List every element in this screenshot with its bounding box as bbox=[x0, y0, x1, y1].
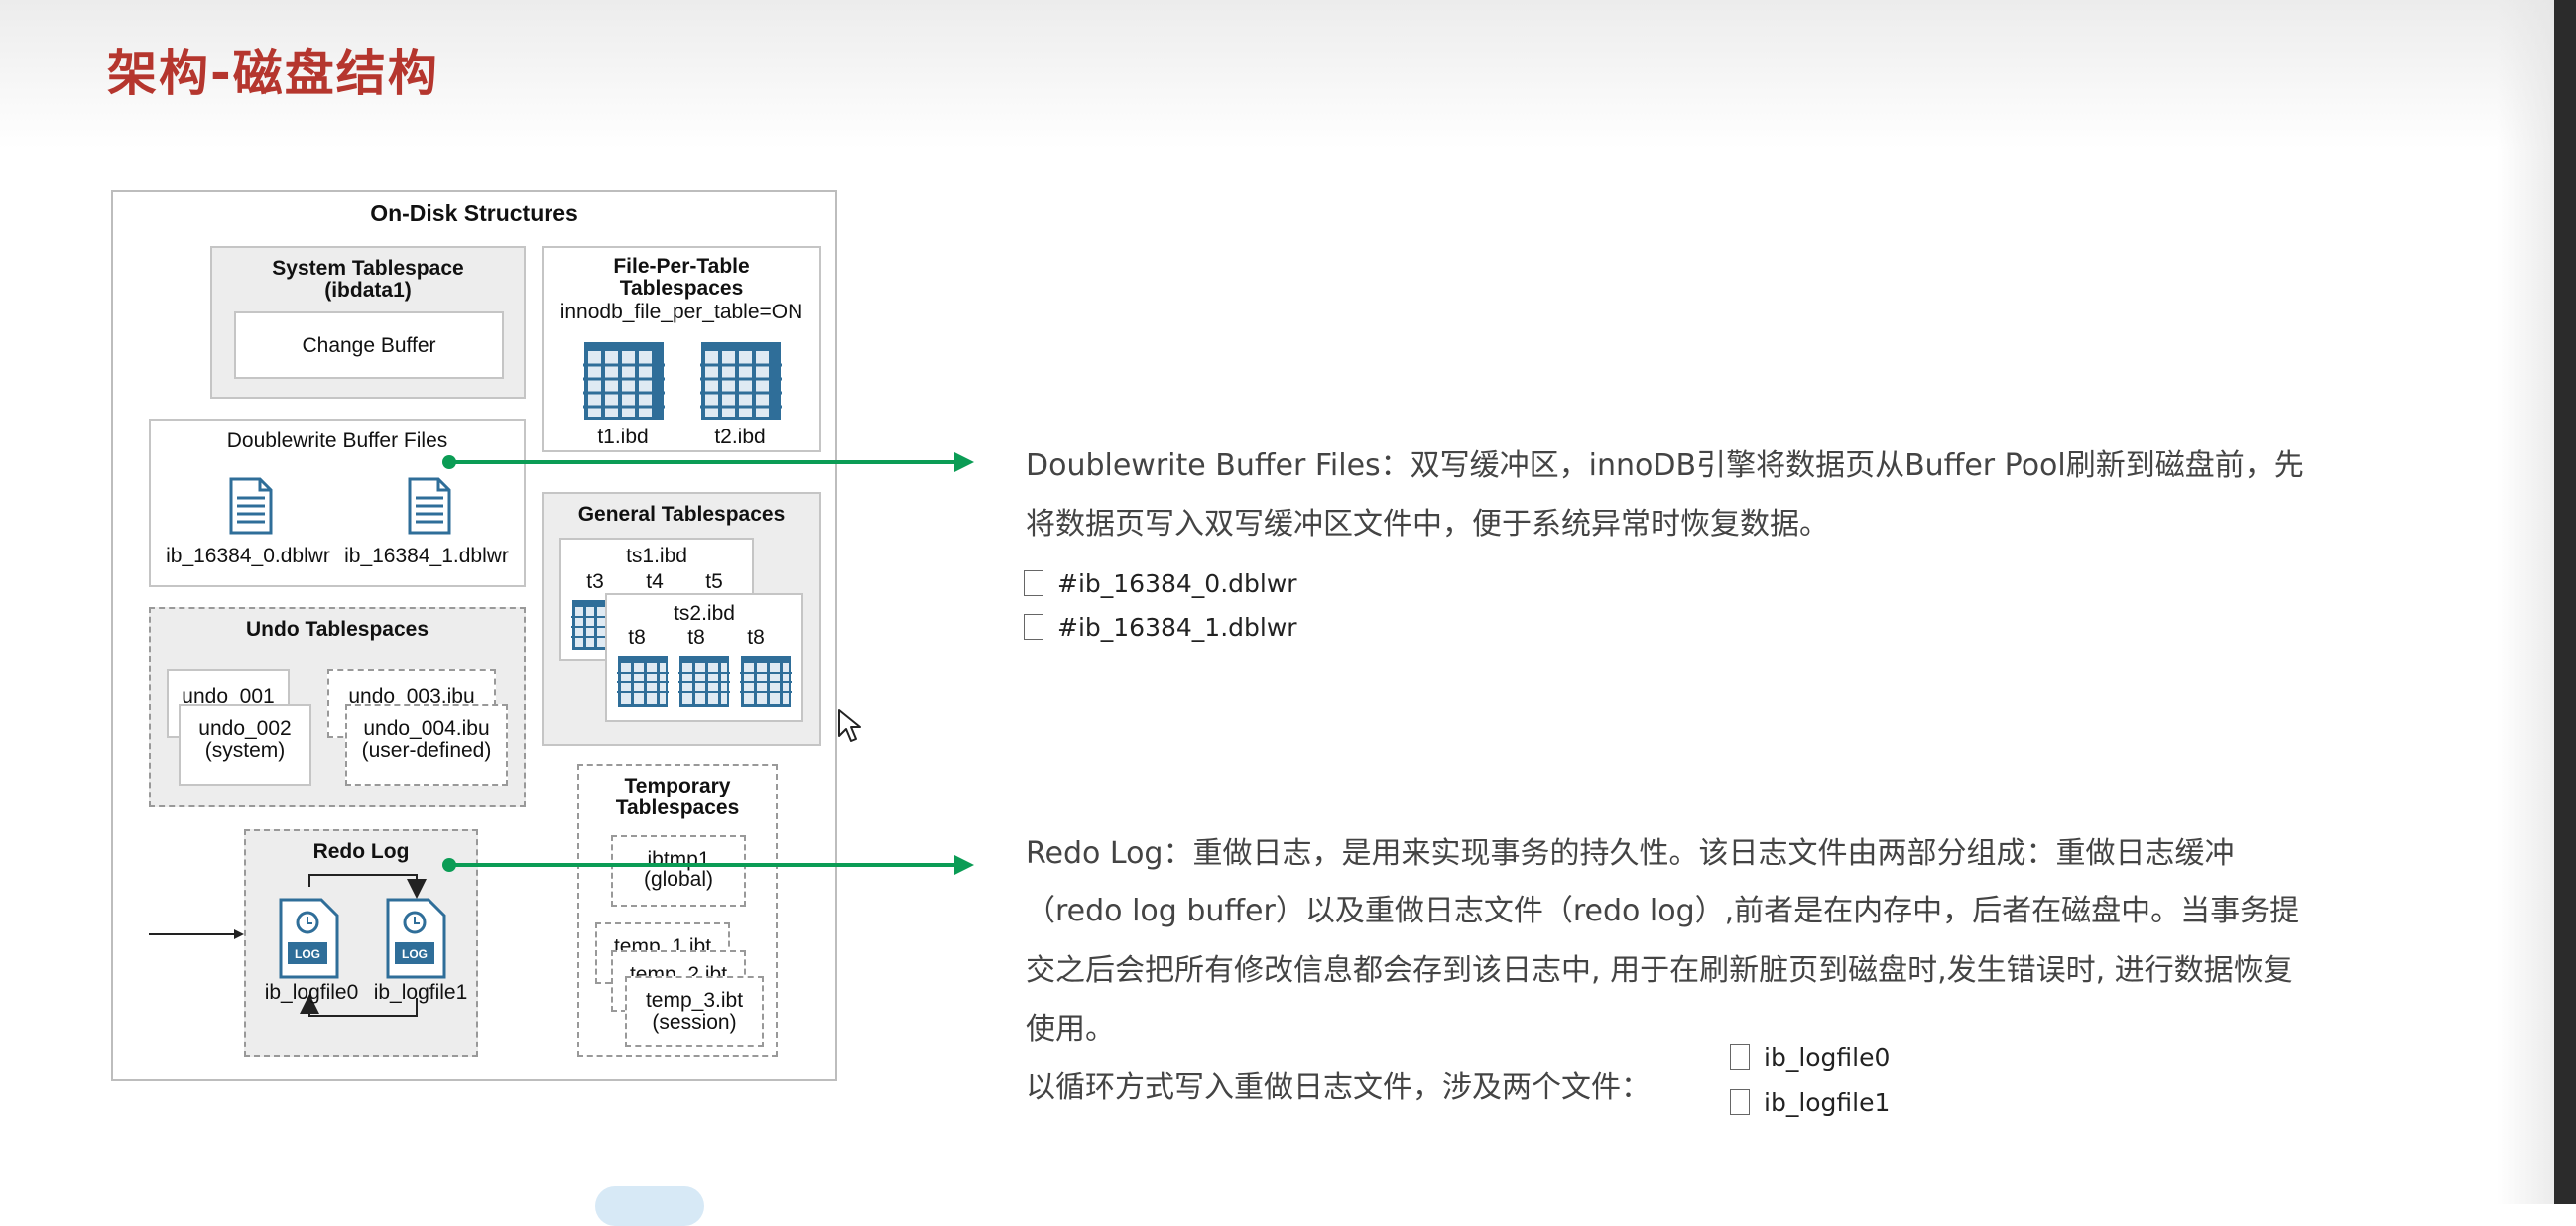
redo-desc-line-2: （redo log buffer）以及重做日志文件（redo log）,前者是在… bbox=[1026, 894, 2300, 928]
ts2-box: ts2.ibd t8 t8 t8 bbox=[605, 593, 803, 722]
log-badge: LOG bbox=[295, 947, 320, 961]
doublewrite-file-item: #ib_16384_0.dblwr bbox=[1024, 564, 1297, 604]
t2-ibd-label: t2.ibd bbox=[714, 426, 766, 448]
undo-004-box: undo_004.ibu (user-defined) bbox=[345, 704, 508, 786]
ts2-table-t8: t8 bbox=[687, 626, 705, 649]
log-file-icon bbox=[279, 898, 339, 979]
dblwr-file-0-label: ib_16384_0.dblwr bbox=[166, 545, 330, 567]
redo-file-item: ib_logfile0 bbox=[1730, 1039, 1890, 1078]
ts2-label: ts2.ibd bbox=[674, 602, 735, 625]
file-per-table-setting: innodb_file_per_table=ON bbox=[559, 301, 803, 323]
window-edge-bar bbox=[2554, 0, 2576, 1204]
redo-arrow-head bbox=[954, 855, 974, 875]
table-icon bbox=[700, 342, 782, 420]
doublewrite-buffer-box: Doublewrite Buffer Files ib_16384_0.dblw… bbox=[149, 419, 526, 587]
log-file-icon bbox=[386, 898, 446, 979]
redo-desc-line-1: Redo Log：重做日志，是用来实现事务的持久性。该日志文件由两部分组成：重做… bbox=[1026, 836, 2235, 871]
file-per-table-title-2: Tablespaces bbox=[619, 277, 744, 300]
file-per-table-title-1: File-Per-Table bbox=[613, 255, 750, 278]
undo-tablespaces-title: Undo Tablespaces bbox=[246, 618, 429, 641]
redo-log-box: Redo Log LOG LOG ib_logfile0 ib_logfile1 bbox=[244, 829, 478, 1057]
ibtmp1-sub: (global) bbox=[643, 868, 714, 891]
ib-logfile0-label: ib_logfile0 bbox=[264, 981, 359, 1004]
doublewrite-arrow-head bbox=[954, 452, 974, 472]
system-tablespace-subtitle: (ibdata1) bbox=[324, 279, 412, 302]
undo-004-sub: (user-defined) bbox=[361, 739, 492, 762]
redo-cycle-arrows bbox=[300, 874, 427, 1017]
t1-ibd-label: t1.ibd bbox=[597, 426, 649, 448]
file-icon bbox=[1024, 570, 1043, 596]
log-badge: LOG bbox=[402, 947, 428, 961]
table-icon bbox=[740, 656, 792, 707]
undo-001-label: undo_001 bbox=[182, 685, 275, 708]
doublewrite-file-0: #ib_16384_0.dblwr bbox=[1057, 569, 1297, 598]
file-icon bbox=[408, 477, 451, 535]
ts1-table-t3: t3 bbox=[586, 570, 604, 593]
doublewrite-file-item: #ib_16384_1.dblwr bbox=[1024, 608, 1297, 648]
doublewrite-title: Doublewrite Buffer Files bbox=[226, 429, 448, 452]
undo-tablespaces-box: Undo Tablespaces undo_001 undo_002 (syst… bbox=[149, 607, 526, 807]
undo-003-label: undo_003.ibu bbox=[348, 685, 475, 708]
file-icon bbox=[229, 477, 273, 535]
system-tablespace-title: System Tablespace bbox=[272, 257, 464, 280]
slide-header-shade bbox=[0, 0, 2576, 149]
change-buffer-label: Change Buffer bbox=[302, 334, 436, 357]
ts2-table-t8: t8 bbox=[628, 626, 646, 649]
ts1-table-t5: t5 bbox=[705, 570, 723, 593]
table-icon bbox=[617, 656, 669, 707]
doublewrite-desc-line-1: Doublewrite Buffer Files：双写缓冲区，innoDB引擎将… bbox=[1026, 448, 2304, 483]
file-icon bbox=[1730, 1044, 1750, 1070]
doublewrite-arrow-line bbox=[449, 460, 957, 464]
slide-title: 架构-磁盘结构 bbox=[107, 45, 439, 102]
redo-desc-line-4: 使用。 bbox=[1026, 1012, 1115, 1046]
ts1-label: ts1.ibd bbox=[626, 545, 687, 567]
doublewrite-desc-line-2: 将数据页写入双写缓冲区文件中，便于系统异常时恢复数据。 bbox=[1026, 507, 1829, 542]
mouse-cursor-icon bbox=[838, 709, 861, 742]
redo-log-title: Redo Log bbox=[312, 840, 410, 863]
redo-file-0: ib_logfile0 bbox=[1764, 1043, 1891, 1072]
dblwr-file-1-label: ib_16384_1.dblwr bbox=[344, 545, 509, 567]
ts2-table-t8: t8 bbox=[747, 626, 765, 649]
table-icon bbox=[678, 656, 730, 707]
redo-file-1: ib_logfile1 bbox=[1764, 1088, 1891, 1117]
file-icon bbox=[1730, 1089, 1750, 1115]
ibtmp1-box: ibtmp1 (global) bbox=[611, 835, 746, 907]
diagram-title: On-Disk Structures bbox=[370, 200, 578, 226]
ts1-table-t4: t4 bbox=[646, 570, 664, 593]
temporary-title-1: Temporary bbox=[624, 775, 731, 797]
table-icon bbox=[571, 600, 611, 650]
redo-file-item: ib_logfile1 bbox=[1730, 1083, 1890, 1123]
undo-002-sub: (system) bbox=[204, 739, 286, 762]
redo-desc-line-3: 交之后会把所有修改信息都会存到该日志中, 用于在刷新脏页到磁盘时,发生错误时, … bbox=[1026, 953, 2293, 988]
temp-3-box: temp_3.ibt (session) bbox=[625, 976, 764, 1047]
file-icon bbox=[1024, 614, 1043, 640]
temp-3-label: temp_3.ibt bbox=[645, 989, 744, 1012]
doublewrite-file-1: #ib_16384_1.dblwr bbox=[1057, 613, 1297, 642]
undo-002-label: undo_002 bbox=[198, 717, 292, 740]
general-tablespaces-title: General Tablespaces bbox=[577, 503, 786, 526]
undo-002-box: undo_002 (system) bbox=[179, 704, 311, 786]
incoming-arrow bbox=[149, 929, 244, 939]
redo-desc-line-5: 以循环方式写入重做日志文件，涉及两个文件： bbox=[1026, 1070, 1651, 1105]
undo-004-label: undo_004.ibu bbox=[363, 717, 490, 740]
file-per-table-box: File-Per-Table Tablespaces innodb_file_p… bbox=[542, 246, 821, 452]
temporary-title-2: Tablespaces bbox=[615, 797, 740, 819]
on-disk-structures-diagram: On-Disk Structures System Tablespace (ib… bbox=[111, 190, 837, 1081]
temp-3-sub: (session) bbox=[652, 1011, 737, 1034]
change-buffer-box: Change Buffer bbox=[234, 311, 504, 379]
ib-logfile1-label: ib_logfile1 bbox=[373, 981, 468, 1004]
temporary-tablespaces-box: Temporary Tablespaces ibtmp1 (global) te… bbox=[577, 764, 778, 1057]
general-tablespaces-box: General Tablespaces ts1.ibd t3 t4 t5 ts2… bbox=[542, 492, 821, 746]
system-tablespace-box: System Tablespace (ibdata1) Change Buffe… bbox=[210, 246, 526, 399]
decorative-shape bbox=[595, 1186, 704, 1226]
table-icon bbox=[583, 342, 665, 420]
redo-arrow-line bbox=[449, 863, 957, 867]
